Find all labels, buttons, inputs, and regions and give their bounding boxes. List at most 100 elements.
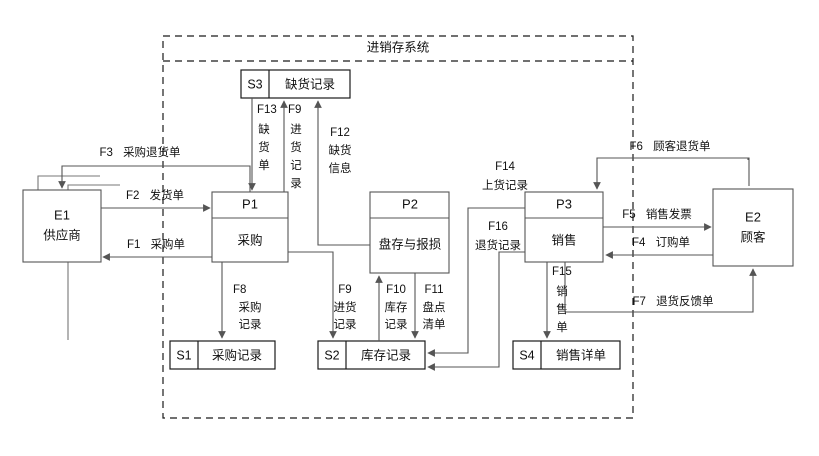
s3-name: 缺货记录 [285,76,335,91]
flow-f6: F6 顾客退货单 [593,139,750,190]
s2-id: S2 [324,348,339,362]
flow-f15-id: F15 [552,266,572,278]
e1-rect[interactable] [22,189,102,263]
flow-f11-line1: 盘点 [423,300,446,314]
flow-f1-label: F1 采购单 [127,237,185,251]
flow-f5: F5 销售发票 [603,207,712,231]
s1-name: 采购记录 [212,347,262,362]
p1-id: P1 [242,196,258,211]
e2-rect[interactable] [712,188,794,267]
data-store-s4[interactable]: S4 销售详单 [512,340,621,370]
flow-f9a-line2: 记录 [334,318,357,331]
stray-line-b [67,184,120,340]
flow-f15-line3: 单 [556,321,568,334]
flow-f9b-line3: 记 [290,159,302,172]
flow-f16-path [427,251,525,371]
flow-f13-id: F13 [257,104,277,116]
s4-id: S4 [519,348,534,362]
flow-f12-id: F12 [330,127,350,139]
data-store-s3[interactable]: S3 缺货记录 [240,69,351,99]
flow-f8-line1: 采购 [239,300,262,314]
flow-f16-line1: 退货记录 [475,238,521,252]
flow-f7-path [564,262,757,313]
flow-f13: F13 缺 货 单 [248,98,277,191]
flow-f1: F1 采购单 [102,237,212,261]
flow-f7-label: F7 退货反馈单 [632,294,713,308]
flow-f9a-path [288,251,337,339]
e1-name: 供应商 [43,227,81,242]
flow-f4-label: F4 订购单 [632,235,690,249]
flow-f8: F8 采购 记录 [218,262,262,339]
s1-rect[interactable] [169,340,276,370]
flow-f9a-line1: 进货 [334,300,357,314]
flow-f9a-id: F9 [338,284,351,296]
flow-f2-label: F2 发货单 [126,188,184,202]
flow-f5-label: F5 销售发票 [622,207,692,221]
flow-f9-to-s2: F9 进货 记录 [288,251,357,339]
s2-name: 库存记录 [361,347,411,362]
flow-f12-path [314,100,370,246]
flow-f13-line1: 缺 [258,122,270,136]
flow-f11-id: F11 [425,284,444,296]
flow-f6-label: F6 顾客退货单 [629,139,710,153]
flow-f12: F12 缺货 信息 [314,100,370,246]
p3-name: 销售 [551,232,576,247]
flow-f11: F11 盘点 清单 [411,273,446,339]
e2-name: 顾客 [740,229,766,244]
flow-f8-line2: 记录 [239,318,262,331]
flow-f15: F15 销 售 单 [543,262,572,339]
s4-name: 销售详单 [556,347,606,362]
flow-f16: F16 退货记录 [427,221,525,371]
flow-f14-id: F14 [495,161,515,173]
flow-f7: F7 退货反馈单 [564,262,757,313]
p2-rect[interactable] [369,191,450,274]
s3-rect[interactable] [240,69,351,99]
flow-f3: F3 采购退货单 [58,145,251,192]
flow-f6-path [593,157,750,190]
p1-name: 采购 [237,232,262,247]
e2-id: E2 [745,209,761,224]
process-p2[interactable]: P2 盘存与报损 [369,191,450,274]
data-store-s2[interactable]: S2 库存记录 [317,340,426,370]
flow-f9b-line4: 录 [290,177,302,190]
flow-f13-line3: 单 [258,159,270,172]
flow-f9-to-s3: F9 进 货 记 录 [280,100,302,192]
p1-rect[interactable] [211,191,289,263]
flow-f9b-line1: 进 [290,123,302,136]
flow-f3-label: F3 采购退货单 [99,145,180,159]
external-entity-e1[interactable]: E1 供应商 [22,189,102,263]
flow-f15-line2: 售 [556,302,568,316]
p2-id: P2 [402,196,418,211]
process-p3[interactable]: P3 销售 [524,191,604,263]
process-p1[interactable]: P1 采购 [211,191,289,263]
e1-id: E1 [54,207,70,222]
flow-f2: F2 发货单 [101,188,211,212]
external-entity-e2[interactable]: E2 顾客 [712,188,794,267]
flow-f10: F10 库存 记录 [375,275,408,341]
flow-f13-line2: 货 [258,140,270,154]
s2-rect[interactable] [317,340,426,370]
flow-f14: F14 上货记录 [427,161,528,357]
flow-f10-line2: 记录 [385,318,408,331]
s1-id: S1 [176,348,191,362]
s3-id: S3 [247,77,262,91]
flow-f11-line2: 清单 [423,318,446,331]
data-store-s1[interactable]: S1 采购记录 [169,340,276,370]
flow-f12-line2: 信息 [329,161,352,175]
p3-id: P3 [556,196,572,211]
p3-rect[interactable] [524,191,604,263]
p2-name: 盘存与报损 [379,236,442,251]
flow-f9b-id: F9 [288,104,301,116]
flow-f9b-line2: 货 [290,140,302,154]
flow-f8-id: F8 [233,284,246,296]
s4-rect[interactable] [512,340,621,370]
flow-f3-path [58,165,251,192]
flow-f12-line1: 缺货 [329,143,352,157]
flow-f14-path [427,207,525,357]
flow-f10-line1: 库存 [385,300,408,314]
flow-f16-id: F16 [488,221,508,233]
flow-f14-line1: 上货记录 [482,178,528,192]
flow-f4: F4 订购单 [605,235,713,259]
